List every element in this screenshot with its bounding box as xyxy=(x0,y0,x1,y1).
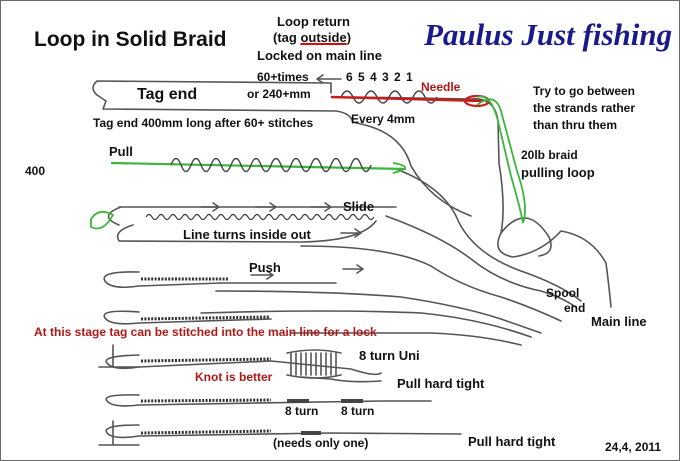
try-between-line-1: Try to go between xyxy=(533,84,636,98)
row5-main xyxy=(300,376,382,383)
spool-end-line-2: end xyxy=(564,301,586,315)
line-hook xyxy=(500,217,552,257)
spool-end-line-1: Spool xyxy=(546,286,580,300)
locked-label: Locked on main line xyxy=(257,48,382,63)
slide-arrow-1 xyxy=(200,202,220,212)
needle xyxy=(330,95,484,103)
main-line-curve-8 xyxy=(290,332,522,346)
loop-return-label: Loop return xyxy=(277,14,350,29)
main-line-curve-3 xyxy=(395,168,582,302)
push-label: Push xyxy=(249,260,281,275)
pull-loop-right xyxy=(476,95,526,224)
diagram-title: Loop in Solid Braid xyxy=(34,28,227,51)
pulling-loop-line-1: 20lb braid xyxy=(521,148,578,162)
stitch-spacing-label: Every 4mm xyxy=(351,112,416,126)
row6-braid xyxy=(140,398,272,403)
row3-loop xyxy=(103,271,222,288)
pull-label: Pull xyxy=(109,144,133,159)
post-row5 xyxy=(98,344,140,368)
main-line-curve-5 xyxy=(300,245,562,322)
try-between-line-3: than thru them xyxy=(533,118,617,132)
row2-pull-loop xyxy=(90,210,115,230)
uni-coil xyxy=(286,349,342,379)
slide-arrow-4 xyxy=(340,228,362,238)
main-line-curve-7 xyxy=(200,310,532,338)
row4-loop xyxy=(103,310,272,325)
stitch-count-label: 60+times xyxy=(257,70,309,84)
row1-coils xyxy=(170,157,372,173)
date-label: 24,4, 2011 xyxy=(605,440,662,454)
stitch-numbers: 6 5 4 3 2 1 xyxy=(346,70,414,84)
eight-turn-label-b: 8 turn xyxy=(341,404,375,418)
needs-one-label: (needs only one) xyxy=(273,436,369,450)
row5-braid xyxy=(140,357,272,363)
main-line-curve-4 xyxy=(385,215,577,308)
pull-hard-label-2: Pull hard tight xyxy=(468,434,556,449)
row4-braid xyxy=(140,315,270,321)
row5-loop xyxy=(105,354,272,370)
slide-label: Slide xyxy=(343,199,375,214)
tag-end-outline xyxy=(92,80,354,124)
push-arrow-1 xyxy=(250,270,274,280)
pulling-loop-line-2: pulling loop xyxy=(521,165,595,180)
tag-end-label: Tag end xyxy=(137,86,198,103)
row7-braid xyxy=(140,429,272,435)
slide-arrow-3 xyxy=(310,202,332,212)
main-line-label: Main line xyxy=(591,314,647,329)
needle-label: Needle xyxy=(421,80,461,94)
inside-out-label: Line turns inside out xyxy=(183,227,311,242)
brand-signature: Paulus Just fishing xyxy=(424,17,673,52)
main-line-curve-6 xyxy=(215,290,542,334)
row7-loop xyxy=(105,424,462,439)
lock-note: At this stage tag can be stitched into t… xyxy=(34,325,377,339)
post-row7 xyxy=(98,420,140,446)
pull-hard-label-1: Pull hard tight xyxy=(397,376,485,391)
top-coils xyxy=(340,90,438,104)
tag-outside-emphasis: outside xyxy=(300,30,347,45)
row2-coils xyxy=(145,213,375,221)
row2-loop xyxy=(107,206,122,226)
tag-outside-open: (tag xyxy=(273,30,301,45)
row2-tag xyxy=(116,220,377,243)
row5-tag xyxy=(270,360,382,376)
knot-better-label: Knot is better xyxy=(195,370,273,384)
row6-loop xyxy=(105,394,432,407)
push-arrow-2 xyxy=(342,264,364,274)
pull-line-tip xyxy=(392,162,406,174)
side-number: 400 xyxy=(25,164,46,178)
uni-label: 8 turn Uni xyxy=(359,348,420,363)
slide-arrow-2 xyxy=(255,202,277,212)
eight-turn-label-a: 8 turn xyxy=(285,404,319,418)
tag-outside-label: (tag outside) xyxy=(273,31,351,44)
stitch-arrow xyxy=(316,74,342,84)
tag-outside-close: ) xyxy=(346,30,352,45)
tag-note-label: Tag end 400mm long after 60+ stitches xyxy=(93,116,314,130)
pull-line xyxy=(110,161,407,171)
stitch-length-label: or 240+mm xyxy=(247,87,311,101)
try-between-line-2: the strands rather xyxy=(533,101,636,115)
